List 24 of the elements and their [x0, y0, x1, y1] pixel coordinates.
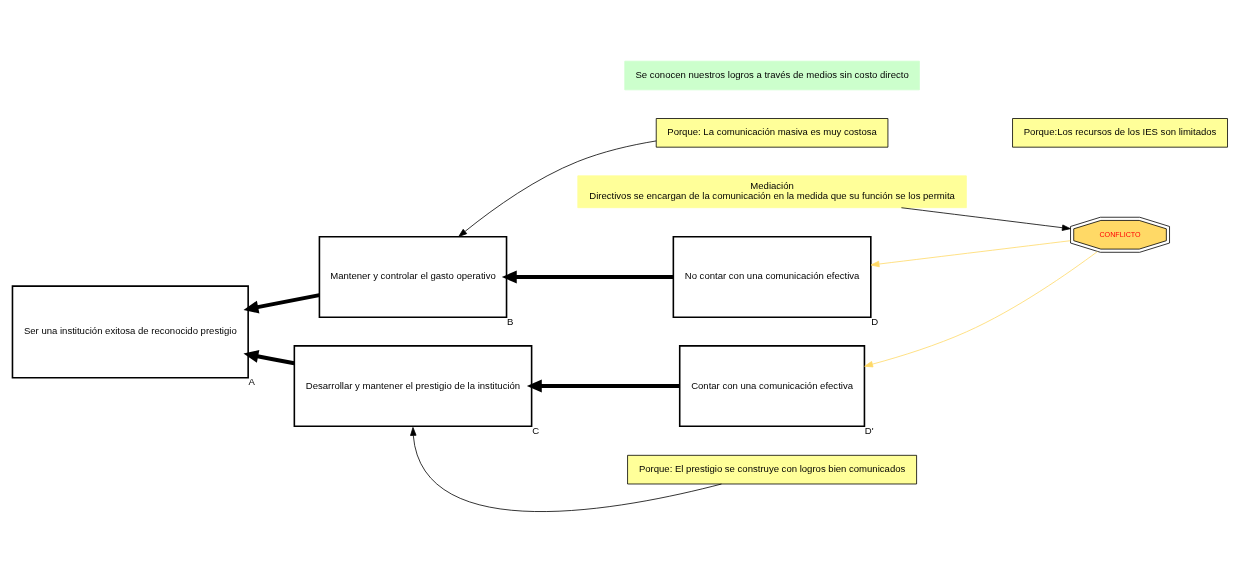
arrow: [526, 379, 680, 393]
arrow: [901, 206, 1071, 231]
node-box: Porque: La comunicación masiva es muy costosa: [655, 117, 889, 148]
node-box: Contar con una comunicación efectiva: [678, 344, 866, 427]
node-box: Ser una institución exitosa de reconocido prestigio: [11, 284, 249, 378]
node-box: Se conocen nuestros logros a través de medios sin costo directo: [624, 60, 920, 90]
node-box: Porque:Los recursos de los IES son limitados: [1012, 117, 1228, 148]
arrow: [864, 250, 1098, 367]
arrow: [243, 292, 320, 313]
node-label: B: [506, 315, 514, 327]
arrow: [458, 140, 657, 237]
arrow: [501, 269, 674, 283]
arrow: [243, 349, 295, 365]
arrow: [870, 239, 1071, 267]
node-label: C: [532, 424, 540, 436]
node-label: D': [864, 424, 874, 436]
node-box: Mantener y controlar el gasto operativo: [318, 235, 508, 318]
node-label: A: [248, 375, 255, 387]
arrow: [410, 426, 722, 512]
node-box: Porque: El prestigio se construye con logros bien comunicados: [627, 454, 917, 484]
node-box: No contar con una comunicación efectiva: [672, 235, 872, 318]
node-box: Desarrollar y mantener el prestigio de la institución: [293, 344, 533, 427]
node-box: Mediación Directivos se encargan de la comunicación en la medida que su función se los permita: [577, 174, 967, 208]
node-label: D: [871, 315, 879, 327]
